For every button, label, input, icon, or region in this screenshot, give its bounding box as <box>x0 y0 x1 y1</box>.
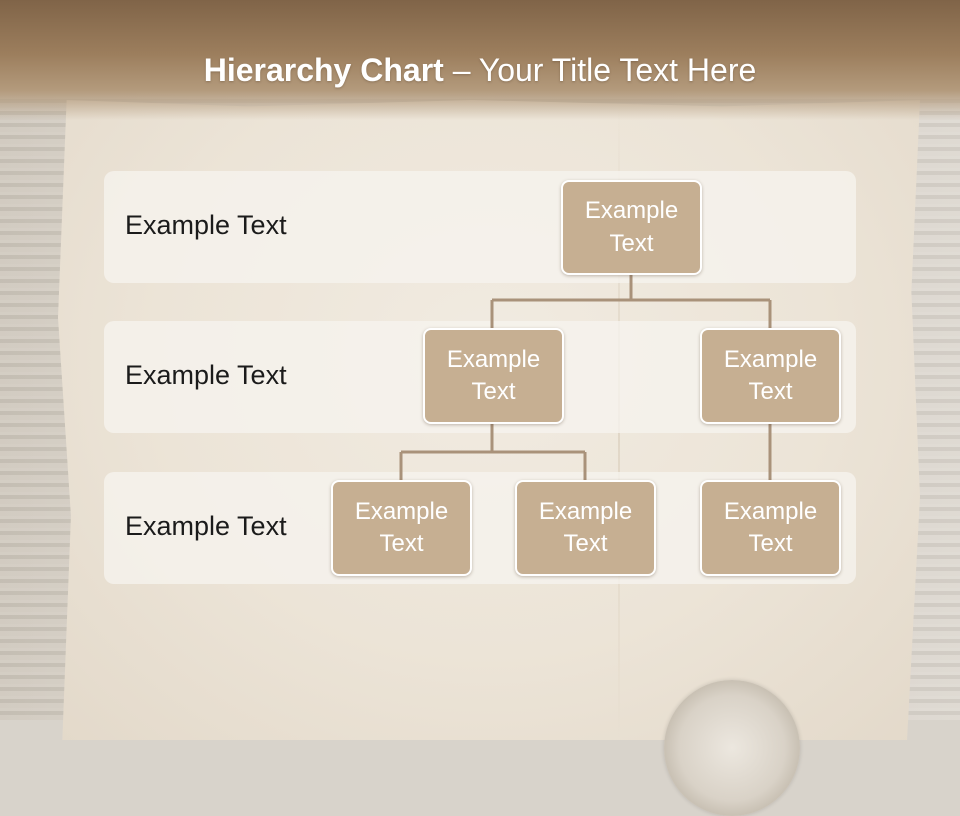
node-l2-left-line1: Example <box>446 345 541 373</box>
node-root-line1: Example <box>584 197 679 225</box>
title-banner <box>0 0 960 120</box>
row-band-1 <box>104 171 856 283</box>
title-rest: – Your Title Text Here <box>443 52 757 88</box>
node-l3-c-line2: Text <box>748 530 793 557</box>
row-label-2: Example Text <box>125 360 287 390</box>
node-l3-a-line2: Text <box>379 530 424 557</box>
slide-title: Hierarchy Chart – Your Title Text Here <box>0 54 960 86</box>
node-l3-a-line1: Example <box>354 497 449 525</box>
row-label-1: Example Text <box>125 210 287 240</box>
node-l3-c-line1: Example <box>723 497 818 525</box>
row-label-3: Example Text <box>125 511 287 541</box>
node-l3-b-line2: Text <box>563 530 608 557</box>
node-l2-right-line2: Text <box>748 378 793 405</box>
node-l2-right-line1: Example <box>723 345 818 373</box>
node-root-line2: Text <box>609 229 654 257</box>
connector-lines <box>399 274 772 480</box>
node-l2-left-line2: Text <box>471 378 516 405</box>
node-l3-b-line1: Example <box>538 497 633 525</box>
title-bold: Hierarchy Chart <box>203 52 444 88</box>
